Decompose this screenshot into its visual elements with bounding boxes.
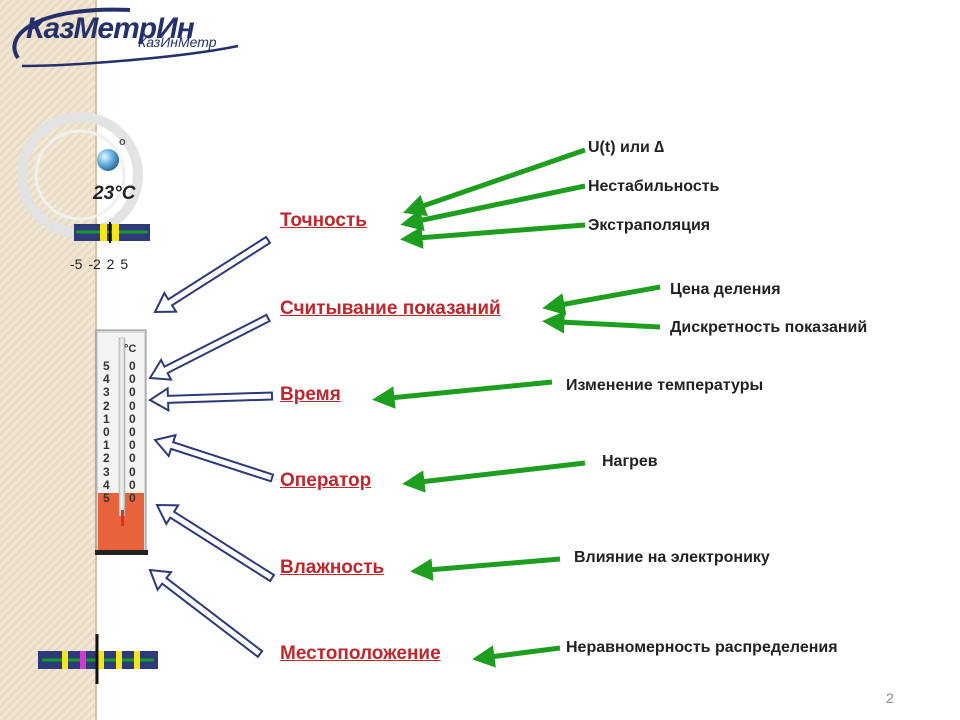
note-distribution: Неравномерность распределения xyxy=(566,639,838,656)
bottom-scale-indicator xyxy=(38,634,158,684)
scale-numbers: -5 -2 2 5 xyxy=(70,256,129,272)
note-division-value: Цена деления xyxy=(670,281,781,298)
slide-number: 2 xyxy=(886,690,894,706)
green-arrow-7 xyxy=(402,460,586,493)
scale-left-digit: 5 xyxy=(103,491,110,505)
green-arrow-4 xyxy=(542,284,661,316)
small-scale-indicator xyxy=(74,222,150,243)
green-arrow-8 xyxy=(410,556,561,581)
scale-right-digit: 0 xyxy=(129,438,136,453)
temperature-reading: 23°C xyxy=(93,183,136,204)
factor-time: Время xyxy=(280,384,341,405)
green-arrow-group xyxy=(372,147,661,668)
scale-right-digit: 0 xyxy=(129,425,136,439)
scale-right-digit: 0 xyxy=(129,372,136,387)
decorative-ring xyxy=(17,112,143,238)
hollow-arrow-5 xyxy=(155,503,276,583)
factor-location: Местоположение xyxy=(280,643,441,664)
factor-reading: Считывание показаний xyxy=(280,298,501,319)
scale-left-digit: 2 xyxy=(103,398,110,413)
note-extrapolation: Экстраполяция xyxy=(588,217,711,234)
scale-left-digit: 1 xyxy=(103,411,110,426)
hollow-arrow-2 xyxy=(148,313,271,381)
logo-subtext: КазИнМетр xyxy=(138,34,217,50)
scale-right-digit: 0 xyxy=(129,411,136,426)
note-heating: Нагрев xyxy=(602,453,658,470)
scale-left-digit: 3 xyxy=(103,385,110,400)
scale-left-digit: 2 xyxy=(103,451,110,466)
note-temperature-change: Изменение температуры xyxy=(566,377,764,394)
logo-text: КазМетрИн xyxy=(26,12,195,45)
scale-right-digit: 0 xyxy=(129,464,136,479)
scale-left-digit: 5 xyxy=(103,359,110,373)
green-arrow-6 xyxy=(372,379,553,409)
scale-left-digit: 0 xyxy=(103,425,110,439)
thermometer-unit: °C xyxy=(124,343,137,355)
note-discreteness: Дискретность показаний xyxy=(670,319,868,336)
hollow-arrow-1 xyxy=(153,235,272,314)
scale-right-digit: 0 xyxy=(129,451,136,466)
scale-left-digit: 1 xyxy=(103,438,110,453)
hollow-arrow-group xyxy=(148,235,276,659)
ball-icon xyxy=(97,149,119,171)
factor-accuracy: Точность xyxy=(280,210,367,231)
scale-right-digit: 0 xyxy=(129,359,136,373)
note-uncertainty: U(t) или ∆ xyxy=(588,139,665,156)
logo-underline xyxy=(21,44,239,68)
factor-humidity: Влажность xyxy=(280,557,385,578)
green-arrow-9 xyxy=(472,645,561,668)
green-arrow-3 xyxy=(400,222,586,249)
hollow-arrow-6 xyxy=(148,568,264,659)
scale-left-digit: 3 xyxy=(103,464,110,479)
scale-right-digit: 0 xyxy=(129,491,136,505)
scale-left-digit: 4 xyxy=(103,477,110,492)
scale-right-digit: 0 xyxy=(129,398,136,413)
scale-right-digit: 0 xyxy=(129,385,136,400)
degree-mark: o xyxy=(119,136,126,148)
note-instability: Нестабильность xyxy=(588,178,720,195)
logo-swoosh xyxy=(12,7,131,60)
note-electronics: Влияние на электронику xyxy=(574,549,770,566)
scale-left-digit: 4 xyxy=(103,372,110,387)
green-arrow-5 xyxy=(542,310,661,334)
thermometer xyxy=(95,329,148,555)
factor-operator: Оператор xyxy=(280,470,372,491)
green-arrow-1 xyxy=(402,147,586,217)
decorative-ring-inner xyxy=(34,129,126,221)
hollow-arrow-4 xyxy=(153,433,275,483)
scale-right-digit: 0 xyxy=(129,477,136,492)
green-arrow-2 xyxy=(400,183,586,232)
hollow-arrow-3 xyxy=(148,386,274,413)
